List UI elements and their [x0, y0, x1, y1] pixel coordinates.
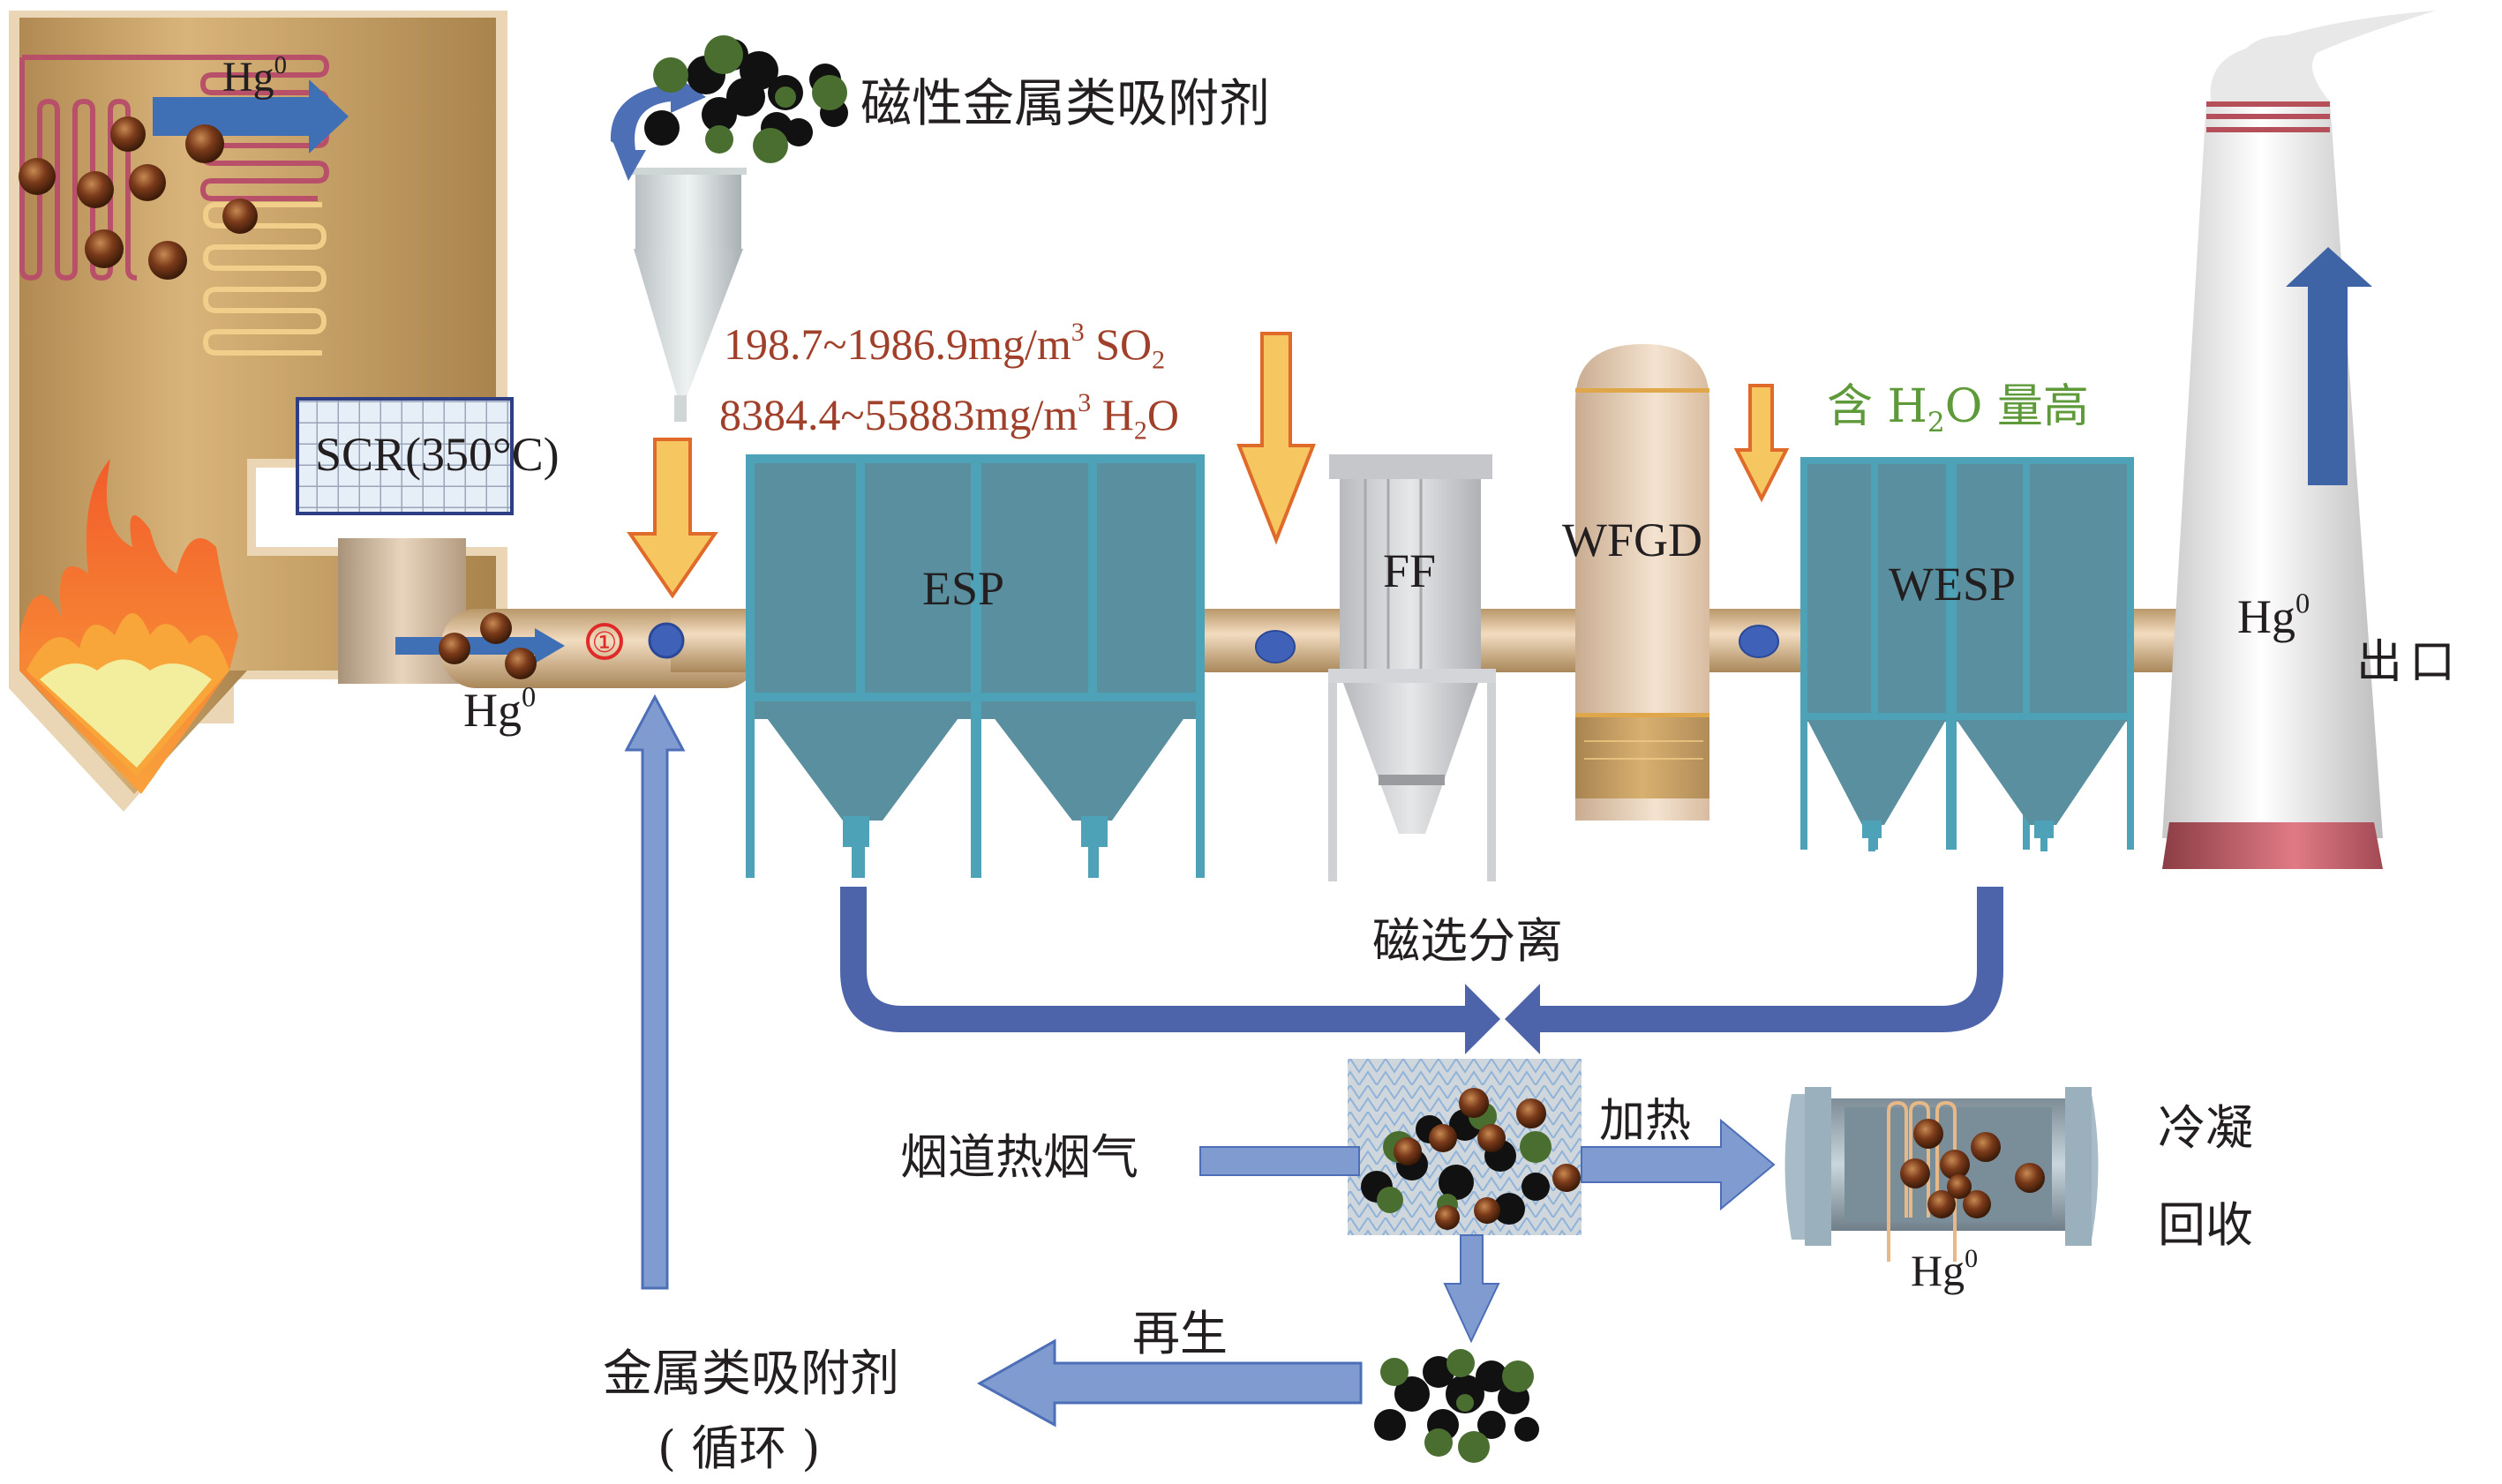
- wfgd-label: WFGD: [1562, 513, 1702, 566]
- stack-outlet-label: 出口: [2356, 636, 2463, 689]
- esp-unit: [746, 454, 1205, 878]
- sorbent-feed-label: 磁性金属类吸附剂: [860, 73, 1271, 133]
- condenser: [1784, 1087, 2099, 1262]
- sorbent-hopper: [610, 71, 747, 422]
- recycled-sorbent-label: 金属类吸附剂: [603, 1345, 899, 1403]
- injection-arrow-icon: [627, 438, 718, 599]
- flame-icon: [19, 459, 238, 794]
- regeneration-arrow: [976, 1338, 1363, 1428]
- boiler-hg-label: Hg0: [222, 50, 288, 101]
- injection-arrow-3-icon: [1733, 384, 1790, 503]
- esp-discharge-arrow: [840, 887, 1500, 1054]
- stack: [2162, 11, 2436, 869]
- recover-label: 回收: [2158, 1197, 2253, 1253]
- magnetic-sorbent-cluster-feed: [644, 35, 848, 163]
- injection-nozzle: [648, 622, 685, 659]
- recycle-return-arrow: [624, 693, 686, 1290]
- injection-nozzle-3: [1739, 625, 1779, 658]
- condenser-hg-label: Hg0: [1911, 1244, 1979, 1295]
- hg-particles-boiler: [19, 116, 258, 280]
- ff-unit: [1328, 454, 1496, 881]
- wesp-discharge-arrow: [1505, 887, 2003, 1054]
- hot-flue-gas-inlet: [1199, 1146, 1360, 1176]
- scr-catalyst: [296, 397, 514, 515]
- inlet-hg-label: Hg0: [463, 681, 537, 737]
- magnetic-separator: [1348, 1059, 1582, 1235]
- hot-flue-gas-label: 烟道热烟气: [900, 1129, 1138, 1185]
- ff-label: FF: [1383, 544, 1437, 597]
- injection-point-marker: ①: [586, 623, 623, 660]
- stack-exhaust-arrow: [2286, 247, 2372, 485]
- so2-concentration-label: 198.7~1986.9mg/m3 SO2: [724, 318, 1166, 375]
- esp-label: ESP: [922, 562, 1005, 615]
- hg-particles-inlet: [439, 612, 537, 679]
- wesp-h2o-note: 含 H2O 量高: [1827, 380, 2089, 438]
- stack-hg-label: Hg0: [2237, 588, 2310, 643]
- recycle-note-label: ( 循环 ): [657, 1420, 821, 1476]
- magnetic-separation-label: 磁选分离: [1372, 913, 1563, 969]
- heating-arrow: [1581, 1118, 1776, 1211]
- wesp-unit: [1800, 457, 2134, 851]
- wfgd-unit: [1575, 344, 1709, 821]
- wesp-label: WESP: [1889, 558, 2017, 611]
- heating-label: 加热: [1599, 1095, 1692, 1148]
- condense-label: 冷凝: [2158, 1100, 2253, 1156]
- regeneration-label: 再生: [1132, 1306, 1228, 1361]
- regenerated-sorbent-cluster: [1374, 1349, 1539, 1463]
- boiler: [9, 11, 759, 812]
- scr-label: SCR(350°C): [315, 428, 560, 481]
- separator-down-arrow: [1443, 1234, 1500, 1344]
- h2o-concentration-label: 8384.4~55883mg/m3 H2O: [719, 388, 1179, 446]
- injection-nozzle-2: [1255, 630, 1296, 663]
- hopper-feed-arrow-icon: [610, 71, 706, 181]
- economizer-tubes: [202, 202, 327, 356]
- smoke-plume: [2210, 11, 2436, 101]
- injection-arrow-2-icon: [1236, 332, 1316, 545]
- svg-text:①: ①: [592, 626, 618, 658]
